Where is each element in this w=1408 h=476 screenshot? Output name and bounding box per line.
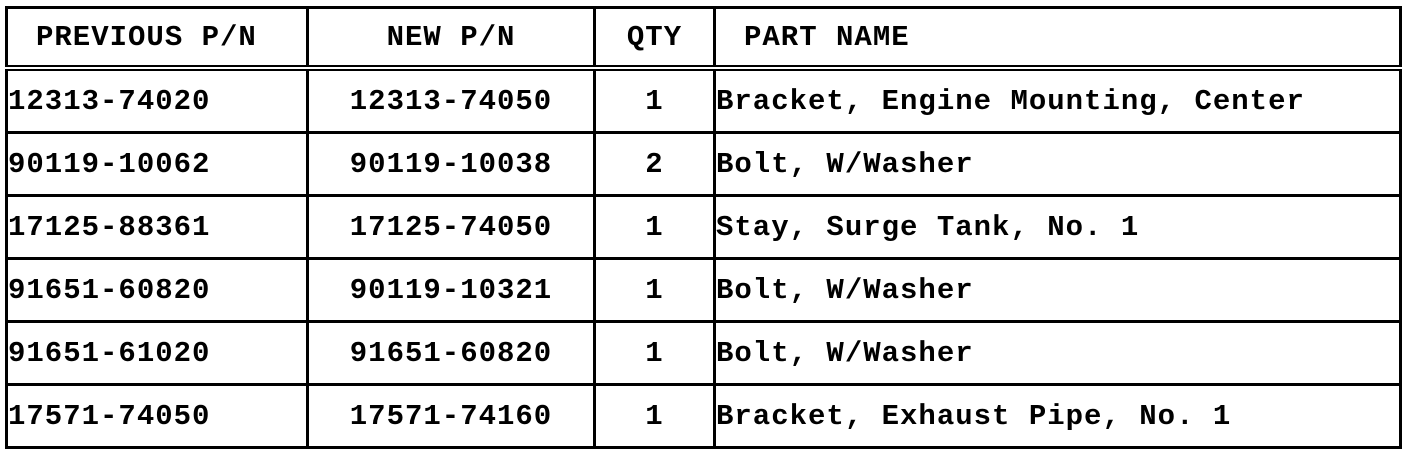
parts-table-header: PREVIOUS P/N NEW P/N QTY PART NAME — [5, 6, 1402, 70]
table-row: 17571-74050 17571-74160 1 Bracket, Exhau… — [5, 383, 1402, 449]
cell-previous-pn: 17571-74050 — [5, 383, 309, 449]
header-new-pn: NEW P/N — [306, 6, 596, 70]
cell-qty: 1 — [593, 257, 716, 323]
header-row: PREVIOUS P/N NEW P/N QTY PART NAME — [5, 6, 1402, 70]
cell-part-name: Bracket, Exhaust Pipe, No. 1 — [713, 383, 1402, 449]
table-row: 12313-74020 12313-74050 1 Bracket, Engin… — [5, 66, 1402, 134]
table-row: 91651-60820 90119-10321 1 Bolt, W/Washer — [5, 257, 1402, 323]
cell-new-pn: 17125-74050 — [306, 194, 596, 260]
cell-new-pn: 12313-74050 — [306, 66, 596, 134]
cell-part-name: Bolt, W/Washer — [713, 131, 1402, 197]
cell-part-name: Bolt, W/Washer — [713, 257, 1402, 323]
cell-part-name: Bolt, W/Washer — [713, 320, 1402, 386]
cell-new-pn: 17571-74160 — [306, 383, 596, 449]
cell-previous-pn: 17125-88361 — [5, 194, 309, 260]
header-part-name: PART NAME — [713, 6, 1402, 70]
cell-previous-pn: 91651-60820 — [5, 257, 309, 323]
header-qty: QTY — [593, 6, 716, 70]
cell-previous-pn: 91651-61020 — [5, 320, 309, 386]
parts-table-body: 12313-74020 12313-74050 1 Bracket, Engin… — [5, 66, 1402, 449]
cell-qty: 1 — [593, 66, 716, 134]
table-row: 90119-10062 90119-10038 2 Bolt, W/Washer — [5, 131, 1402, 197]
cell-qty: 1 — [593, 320, 716, 386]
cell-new-pn: 91651-60820 — [306, 320, 596, 386]
cell-previous-pn: 12313-74020 — [5, 66, 309, 134]
header-previous-pn: PREVIOUS P/N — [5, 6, 309, 70]
cell-new-pn: 90119-10038 — [306, 131, 596, 197]
cell-qty: 1 — [593, 194, 716, 260]
cell-part-name: Stay, Surge Tank, No. 1 — [713, 194, 1402, 260]
parts-table: PREVIOUS P/N NEW P/N QTY PART NAME 12313… — [5, 6, 1402, 449]
cell-part-name: Bracket, Engine Mounting, Center — [713, 66, 1402, 134]
table-row: 91651-61020 91651-60820 1 Bolt, W/Washer — [5, 320, 1402, 386]
cell-qty: 1 — [593, 383, 716, 449]
cell-previous-pn: 90119-10062 — [5, 131, 309, 197]
cell-new-pn: 90119-10321 — [306, 257, 596, 323]
table-row: 17125-88361 17125-74050 1 Stay, Surge Ta… — [5, 194, 1402, 260]
cell-qty: 2 — [593, 131, 716, 197]
